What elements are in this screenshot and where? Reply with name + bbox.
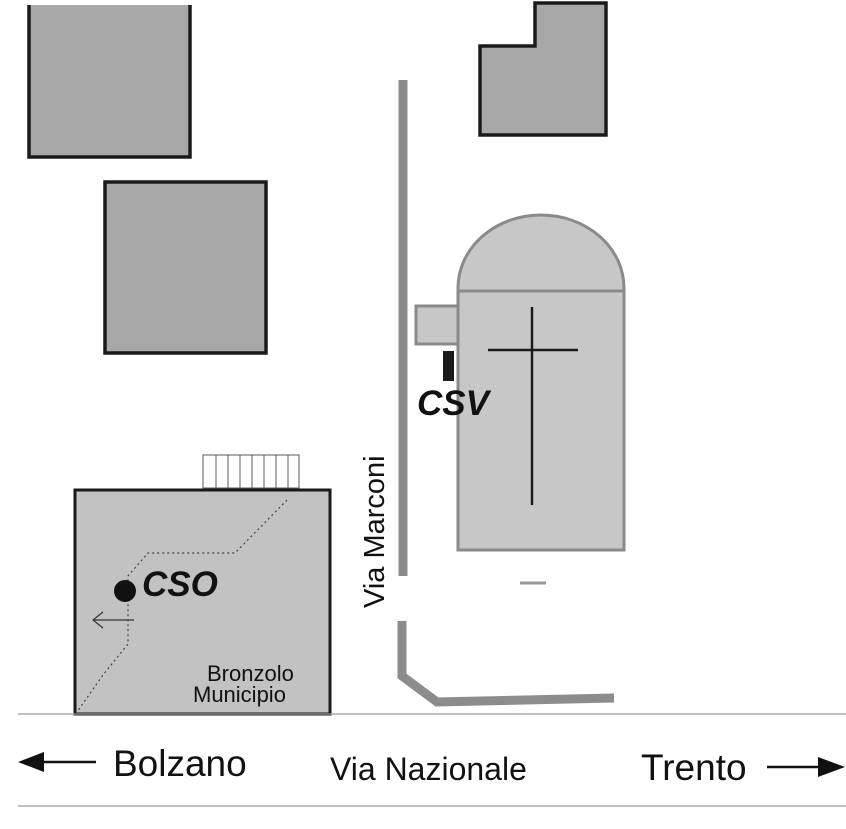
municipio-path (76, 499, 288, 713)
church (456, 213, 626, 552)
municipio-label-line1: Bronzolo (207, 661, 294, 686)
cross-icon (488, 307, 578, 505)
municipio-label-line2: Municipio (193, 682, 286, 707)
via-marconi-label: Via Marconi (359, 455, 391, 608)
trento-label: Trento (641, 747, 747, 788)
arrow-left-icon (18, 752, 96, 772)
church-annex (414, 304, 462, 346)
building-west (103, 180, 268, 355)
via-nazionale-label: Via Nazionale (330, 751, 527, 787)
arrow-right-icon (767, 757, 845, 777)
municipio-stairs (202, 454, 300, 489)
cso-label: CSO (142, 565, 218, 604)
csv-label: CSV (417, 384, 492, 423)
building-northeast (478, 1, 608, 137)
station-marker-icon (443, 351, 454, 381)
cso-marker-icon (114, 580, 136, 602)
entrance-arrow-icon (92, 611, 134, 629)
municipio-building (73, 488, 332, 716)
via-marconi-road-south (397, 621, 615, 707)
bolzano-label: Bolzano (113, 743, 247, 784)
